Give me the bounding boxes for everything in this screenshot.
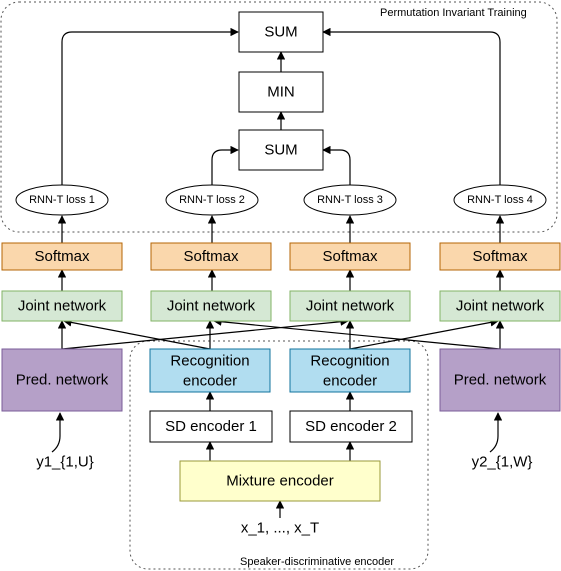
softmax-3-label: Softmax	[322, 248, 378, 265]
softmax-box-2: Softmax	[150, 242, 272, 271]
joint-network-box-2: Joint network	[150, 290, 272, 322]
min-box: MIN	[238, 71, 324, 113]
rec-enc-2-line1: Recognition	[310, 353, 389, 370]
pred-right-label: Pred. network	[454, 372, 547, 389]
pred-network-left: Pred. network	[1, 348, 123, 412]
recognition-encoder-1: Recognition encoder	[149, 348, 271, 393]
arrow-predleft-joint3	[61, 317, 349, 350]
rec-enc-1-line2: encoder	[183, 373, 237, 390]
arrow-rec1-joint1	[63, 318, 211, 350]
rec-enc-1-line1: Recognition	[170, 353, 249, 370]
recognition-encoder-2: Recognition encoder	[289, 348, 411, 393]
sum-top-label: SUM	[264, 24, 297, 41]
joint-3-label: Joint network	[306, 298, 395, 315]
loss-oval-4: RNN-T loss 4	[453, 184, 547, 216]
arrow-y2-predright	[489, 412, 503, 453]
input-y2: y2_{1,W}	[472, 454, 533, 471]
loss-4-label: RNN-T loss 4	[467, 194, 533, 206]
softmax-box-4: Softmax	[439, 242, 561, 271]
joint-2-label: Joint network	[167, 298, 256, 315]
input-y1: y1_{1,U}	[36, 454, 94, 471]
sum-top-box: SUM	[238, 11, 324, 53]
sd-encoder-2: SD encoder 2	[289, 410, 413, 443]
softmax-1-label: Softmax	[34, 248, 90, 265]
pit-region-label: Permutation Invariant Training	[380, 7, 527, 19]
softmax-box-3: Softmax	[289, 242, 411, 271]
sd-encoder-region-label: Speaker-discriminative encoder	[240, 556, 394, 568]
arrow-loss3-to-sum	[322, 145, 351, 185]
joint-network-box-3: Joint network	[289, 290, 411, 322]
joint-network-box-1: Joint network	[1, 290, 123, 322]
sd-enc-2-label: SD encoder 2	[305, 418, 397, 435]
pred-left-label: Pred. network	[16, 372, 109, 389]
mixture-label: Mixture encoder	[226, 473, 334, 490]
arrow-predright-joint2	[213, 317, 501, 350]
sd-encoder-region	[129, 340, 429, 570]
sd-encoder-1: SD encoder 1	[149, 410, 273, 443]
softmax-4-label: Softmax	[472, 248, 528, 265]
softmax-2-label: Softmax	[183, 248, 239, 265]
mixture-encoder: Mixture encoder	[179, 460, 381, 502]
min-label: MIN	[267, 84, 295, 101]
loss-oval-1: RNN-T loss 1	[15, 184, 109, 216]
arrow-loss1-to-sum	[61, 27, 239, 185]
rec-enc-2-line2: encoder	[323, 373, 377, 390]
softmax-box-1: Softmax	[1, 242, 123, 271]
arrow-y1-predleft	[51, 412, 65, 453]
joint-1-label: Joint network	[18, 298, 107, 315]
sum-mid-label: SUM	[264, 142, 297, 159]
connectors	[51, 27, 505, 518]
arrow-rec2-joint4	[349, 318, 499, 350]
loss-1-label: RNN-T loss 1	[29, 194, 95, 206]
joint-network-box-4: Joint network	[439, 290, 561, 322]
loss-oval-3: RNN-T loss 3	[303, 184, 397, 216]
arrow-loss2-to-sum	[211, 145, 239, 185]
pit-region	[0, 1, 558, 233]
loss-2-label: RNN-T loss 2	[179, 194, 245, 206]
input-x: x_1, ..., x_T	[241, 520, 319, 537]
loss-3-label: RNN-T loss 3	[317, 194, 383, 206]
joint-4-label: Joint network	[456, 298, 545, 315]
pred-network-right: Pred. network	[439, 348, 561, 412]
arrow-loss4-to-sum	[322, 27, 501, 185]
loss-oval-2: RNN-T loss 2	[165, 184, 259, 216]
sd-enc-1-label: SD encoder 1	[165, 418, 257, 435]
sum-mid-box: SUM	[238, 129, 324, 171]
